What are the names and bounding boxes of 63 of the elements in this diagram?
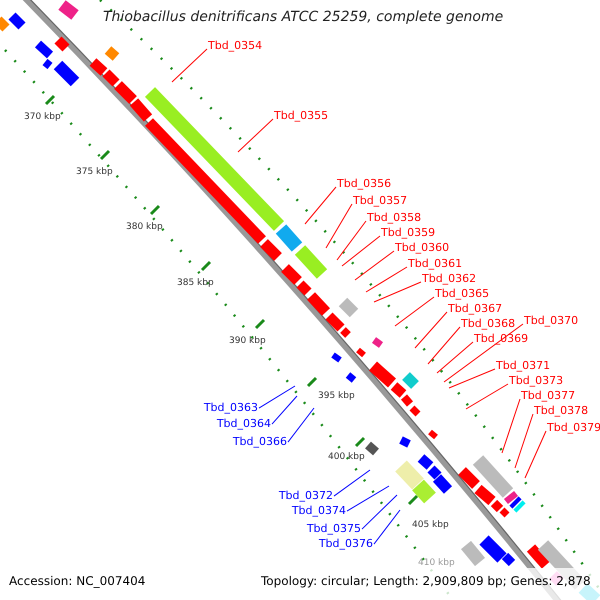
title: Thiobacillus denitrificans ATCC 25259, complete genome <box>103 10 504 24</box>
scale-tick-label: 400 kbp <box>328 453 365 462</box>
leader-line <box>428 326 460 364</box>
leader-line <box>514 414 534 468</box>
leader-line <box>304 186 336 224</box>
leader-line <box>272 396 298 425</box>
gene-label: Tbd_0377 <box>521 390 576 401</box>
gene-label: Tbd_0354 <box>208 40 262 51</box>
gene-label: Tbd_0366 <box>232 436 287 447</box>
footer-info-text: Topology: circular; Length: 2,909,809 bp; Genes: 2,878 <box>261 575 591 587</box>
gene-label: Tbd_0355 <box>274 110 328 121</box>
leader-line <box>336 220 366 260</box>
scale-tick-label: 380 kbp <box>126 223 163 232</box>
leader-line <box>354 250 394 280</box>
scale-tick-label: 410 kbp <box>418 559 455 568</box>
leader-line <box>436 342 474 374</box>
leader-line <box>288 408 314 443</box>
gene-label: Tbd_0368 <box>461 318 516 329</box>
leader-line <box>346 486 390 512</box>
gene-label: Tbd_0375 <box>306 523 361 534</box>
leader-line <box>362 494 398 530</box>
leader-line <box>366 266 408 292</box>
gene-label: Tbd_0359 <box>381 227 436 238</box>
leader-line <box>502 398 520 454</box>
scale-tick-label: 375 kbp <box>76 168 113 177</box>
leader-line <box>444 324 524 382</box>
leader-line <box>334 470 370 497</box>
scale-tick-label: 385 kbp <box>177 279 214 288</box>
gene-label: Tbd_0362 <box>422 273 476 284</box>
gene-label: Tbd_0363 <box>204 402 258 413</box>
leader-line <box>342 236 380 266</box>
gene-label: Tbd_0379 <box>547 422 600 433</box>
leader-line <box>374 282 422 302</box>
gene-label: Tbd_0361 <box>408 258 462 269</box>
gene-label: Tbd_0358 <box>367 212 422 223</box>
gene-label: Tbd_0378 <box>534 405 588 416</box>
gene-label: Tbd_0367 <box>448 303 502 314</box>
leader-line <box>524 430 546 478</box>
leader-line <box>258 386 296 409</box>
gene-label: Tbd_0371 <box>496 360 550 371</box>
gene-label: Tbd_0356 <box>337 178 392 189</box>
leader-line <box>326 204 352 248</box>
leader-line <box>394 296 434 326</box>
leader-line <box>172 48 208 82</box>
leader-line <box>466 384 508 410</box>
scale-tick-label: 370 kbp <box>24 113 61 122</box>
gene-label: Tbd_0360 <box>395 242 450 253</box>
scale-tick-label: 395 kbp <box>318 392 355 401</box>
scale-tick-label: 405 kbp <box>412 521 449 530</box>
gene-label: Tbd_0373 <box>509 375 564 386</box>
gene-label: Tbd_0365 <box>435 288 490 299</box>
gene-label: Tbd_0372 <box>278 490 333 501</box>
leader-line <box>448 368 496 388</box>
leader-line <box>414 312 448 348</box>
leader-line <box>374 510 400 545</box>
leader-line <box>238 118 274 152</box>
gene-label: Tbd_0357 <box>353 195 408 206</box>
gene-label: Tbd_0364 <box>216 418 271 429</box>
gene-label: Tbd_0376 <box>318 538 373 549</box>
gene-label: Tbd_0374 <box>292 505 346 516</box>
gene-label: Tbd_0370 <box>524 315 578 326</box>
scale-tick-label: 390 kbp <box>229 337 266 346</box>
footer-info-text: Accession: NC_007404 <box>9 575 146 587</box>
